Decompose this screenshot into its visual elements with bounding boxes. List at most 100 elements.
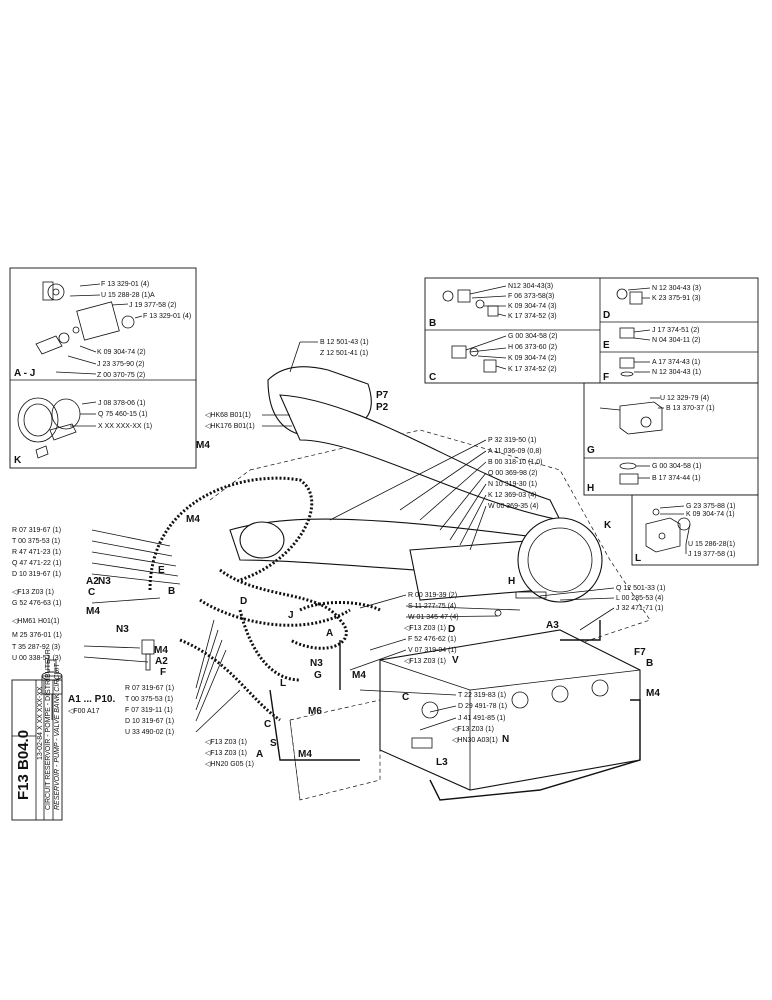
letter-n: N [502, 734, 509, 745]
filter-ref-2: ◁F00 A17 [68, 708, 100, 715]
left-ref-10: U 00 338-51 (3) [12, 655, 61, 662]
letter-n3-c: N3 [310, 658, 323, 669]
l-label-2: U 15 286-28(1) [688, 541, 735, 548]
e-id: E [603, 340, 610, 351]
letter-a2-b: A2 [155, 656, 168, 667]
b-label-3: K 17 374-52 (3) [508, 313, 557, 320]
letter-j: J [288, 610, 294, 621]
top-ref-p2: P2 [376, 402, 389, 413]
aj-label-5: J 23 375-90 (2) [97, 361, 144, 368]
letter-b-a: B [168, 586, 175, 597]
letter-a3: A3 [546, 620, 559, 631]
g-id: G [587, 445, 595, 456]
lc-ref-1: D 29 491-78 (1) [458, 703, 507, 710]
b-id: B [429, 318, 436, 329]
right-ref-4: N 10 319-30 (1) [488, 481, 537, 488]
right-ref-3: Q 00 369-98 (2) [488, 470, 537, 477]
h-id: H [587, 483, 594, 494]
letter-m4-f: M4 [298, 749, 312, 760]
lc-ref-4: ◁HN30 A03(1) [452, 737, 498, 744]
e-label-1: N 04 304-11 (2) [652, 337, 701, 344]
hk-ref-1: ◁HK176 B01(1) [205, 423, 255, 430]
d-id: D [603, 310, 610, 321]
detail-box-aj-k: F 13 329-01 (4) U 15 288-28 (1)A J 19 37… [9, 267, 197, 469]
left-ref-9: T 35 287-92 (3) [12, 644, 60, 651]
c-label-2: K 09 304-74 (2) [508, 355, 557, 362]
title-block: F13 B04.0 13-02-84 X XX XXX-XX CIRCUIT R… [11, 649, 115, 821]
lc-ref-3: ◁F13 Z03 (1) [452, 726, 494, 733]
sheet-date: 13-02-84 [37, 732, 44, 760]
hk-ref-0: ◁HK68 B01(1) [205, 412, 251, 419]
top-ref-p7: P7 [376, 390, 389, 401]
aj-label-2: J 19 377-58 (2) [129, 302, 176, 309]
g-label-1: B 13 370-37 (1) [666, 405, 715, 412]
sheet-code: F13 B04.0 [15, 730, 32, 800]
lc-ref-2: J 41 491-85 (1) [458, 715, 505, 722]
lower-left-ref-group: R 07 319-67 (1) T 00 375-53 (1) F 07 319… [125, 619, 241, 736]
lower-center-ref-group: T 22 319-83 (1) D 29 491-78 (1) J 41 491… [359, 689, 507, 749]
main-assembly [148, 366, 651, 801]
g-label-0: U 12 329-79 (4) [660, 395, 709, 402]
l-label-0: G 23 375-88 (1) [686, 503, 735, 510]
letter-f-a: F [160, 667, 166, 678]
letter-m4-d: M4 [154, 645, 168, 656]
sheet-title-fr: CIRCUIT RESERVOIR - POMPE - DISTRIBUTEUR [45, 649, 52, 810]
detail-box-gh: U 12 329-79 (4) B 13 370-37 (1) G G 00 3… [583, 382, 759, 496]
d-label-0: N 12 304-43 (3) [652, 285, 701, 292]
aj-label-0: F 13 329-01 (4) [101, 281, 149, 288]
rl-ref-1: L 00 285-53 (4) [616, 595, 664, 602]
ll-ref-4: U 33 490-02 (1) [125, 729, 174, 736]
c-label-0: G 00 304-58 (2) [508, 333, 557, 340]
top-ref-1: Z 12 501-41 (1) [320, 350, 368, 357]
left-ref-7: ◁HM61 H01(1) [12, 618, 59, 625]
center-ref-group: R 00 319-39 (2) S 11 277-75 (4) W 01 345… [349, 592, 521, 671]
h-label-1: B 17 374-44 (1) [652, 475, 701, 482]
ll-ref-0: R 07 319-67 (1) [125, 685, 174, 692]
letter-a2-a: A2 [86, 576, 99, 587]
f-label-1: N 12 304-43 (1) [652, 369, 701, 376]
letter-c-b: C [264, 719, 271, 730]
center-ref-1: S 11 277-75 (4) [408, 603, 456, 610]
aj-label-4: K 09 304-74 (2) [97, 349, 146, 356]
f-id: F [603, 372, 609, 383]
letter-e: E [158, 565, 165, 576]
right-ref-2: B 00 318-10 (1,0) [488, 459, 542, 466]
right-ref-1: A 11 036-09 (0,8) [488, 448, 542, 455]
aj-label-3: F 13 329-01 (4) [143, 313, 191, 320]
letter-m4-e: M4 [352, 670, 366, 681]
letter-m6: M6 [308, 706, 322, 717]
d-label-1: K 23 375-91 (3) [652, 295, 701, 302]
k-label-0: J 08 378-06 (1) [98, 400, 145, 407]
h-label-0: G 00 304-58 (1) [652, 463, 701, 470]
left-ref-group: R 07 319-67 (1) T 00 375-53 (1) R 47 471… [12, 527, 181, 671]
letter-n3-b: N3 [116, 624, 129, 635]
letter-m4-c: M4 [86, 606, 100, 617]
left-ref-4: D 10 319-67 (1) [12, 571, 61, 578]
left-ref-8: M 25 376-01 (1) [12, 632, 62, 639]
letter-f7: F7 [634, 647, 646, 658]
bottom-ref-0: ◁F13 Z03 (1) [205, 739, 247, 746]
letter-l: L [280, 678, 286, 689]
c-id: C [429, 372, 436, 383]
letter-s: S [270, 738, 277, 749]
b-label-0: N12 304-43(3) [508, 283, 553, 290]
center-ref-3: ◁F13 Z03 (1) [404, 625, 446, 632]
left-ref-6: G 52 476-63 (1) [12, 600, 61, 607]
lc-ref-0: T 22 319-83 (1) [458, 692, 506, 699]
letter-g: G [314, 670, 322, 681]
aj-label-1: U 15 288-28 (1)A [101, 292, 155, 299]
sheet-ref: X XX XXX-XX [37, 686, 44, 730]
right-ref-5: K 12 369-03 (4) [488, 492, 537, 499]
b-label-2: K 09 304-74 (3) [508, 303, 557, 310]
sheet-title-en: RESERVOIR - PUMP - VALVE BANK CIRCUIT [54, 663, 61, 810]
letter-m4-g: M4 [646, 688, 660, 699]
right-ref-6: W 00 369-35 (4) [488, 503, 539, 510]
left-ref-2: R 47 471-23 (1) [12, 549, 61, 556]
k-id: K [14, 455, 22, 466]
center-ref-0: R 00 319-39 (2) [408, 592, 457, 599]
detail-box-l: G 23 375-88 (1) K 09 304-74 (1) U 15 286… [631, 494, 759, 566]
left-ref-5: ◁F13 Z03 (1) [12, 589, 54, 596]
center-ref-6: ◁F13 Z03 (1) [404, 658, 446, 665]
rl-ref-2: J 32 471-71 (1) [616, 605, 663, 612]
left-ref-0: R 07 319-67 (1) [12, 527, 61, 534]
